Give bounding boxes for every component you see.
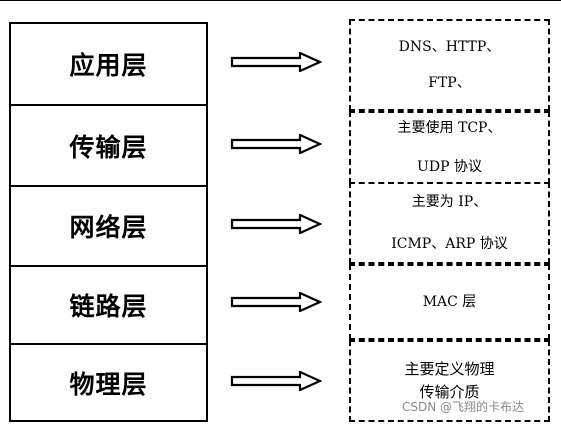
protocol-physical-line-2: 传输介质 <box>419 383 480 401</box>
layer-network-label: 网络层 <box>69 213 148 242</box>
watermark: CSDN @飞翔的卡布达 <box>402 400 525 414</box>
layer-physical-label: 物理层 <box>69 369 148 399</box>
arrow-network <box>230 214 322 234</box>
protocol-box-physical: 主要定义物理 传输介质 <box>349 340 550 422</box>
top-rule <box>0 0 561 1</box>
layer-transport: 传输层 <box>9 104 208 187</box>
layer-link: 链路层 <box>9 265 208 345</box>
layer-application-label: 应用层 <box>69 51 148 80</box>
arrow-transport <box>230 134 322 154</box>
layer-transport-label: 传输层 <box>69 132 148 162</box>
protocol-physical-line-1: 主要定义物理 <box>404 360 495 378</box>
layer-link-label: 链路层 <box>69 292 148 321</box>
arrow-link <box>230 292 322 312</box>
layer-application: 应用层 <box>9 22 208 106</box>
protocol-transport-line-1: 主要使用 TCP、 <box>397 120 502 136</box>
protocol-box-application: DNS、HTTP、 FTP、 <box>349 19 550 111</box>
protocol-transport-line-2: UDP 协议 <box>417 159 482 175</box>
layer-physical: 物理层 <box>9 343 208 422</box>
protocol-application-line-2: FTP、 <box>428 75 471 91</box>
layer-network: 网络层 <box>9 185 208 267</box>
protocol-box-network: 主要为 IP、 ICMP、ARP 协议 <box>349 182 550 264</box>
protocol-link-line-1: MAC 层 <box>422 294 477 310</box>
protocol-network-line-1: 主要为 IP、 <box>411 194 488 210</box>
protocol-network-line-2: ICMP、ARP 协议 <box>391 236 508 252</box>
protocol-box-transport: 主要使用 TCP、 UDP 协议 <box>349 111 550 184</box>
arrow-physical <box>230 371 322 391</box>
protocol-application-line-1: DNS、HTTP、 <box>398 39 501 55</box>
arrow-application <box>230 52 322 72</box>
protocol-box-link: MAC 层 <box>349 264 550 340</box>
